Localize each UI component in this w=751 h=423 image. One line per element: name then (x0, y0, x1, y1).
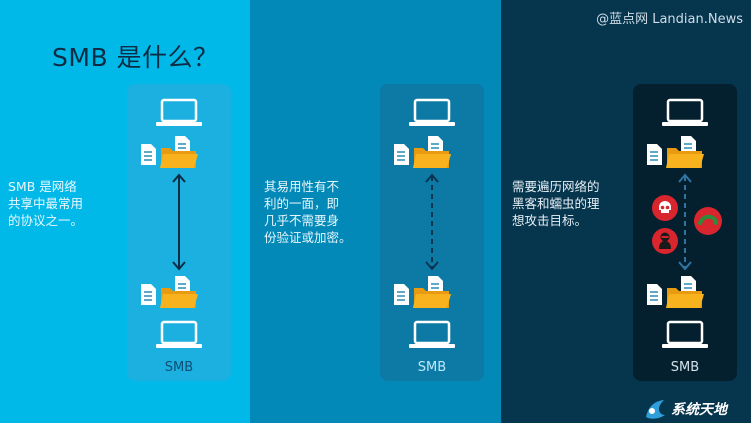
panel-what-is-smb: SMB 是什么？ SMB 是网络 共享中最常用 的协议之一。 (0, 0, 250, 423)
dashed-connection-arrow (678, 173, 692, 271)
smb-connection-card: SMB (380, 84, 484, 381)
laptop-icon (156, 320, 202, 348)
worm-icon (694, 207, 722, 235)
slide-title: SMB 是什么？ (52, 43, 219, 72)
panel-description: 其易用性有不 利的一面，即 几乎不需要身 份验证或加密。 (264, 179, 352, 245)
skull-icon (652, 195, 678, 221)
smb-connection-card: SMB (633, 84, 737, 381)
laptop-icon (662, 320, 708, 348)
connection-arrow (172, 173, 186, 271)
smb-label: SMB (417, 360, 447, 375)
panel-easy-to-use: 其易用性有不 利的一面，即 几乎不需要身 份验证或加密。 (250, 0, 501, 423)
hacker-icon (652, 228, 678, 254)
shared-files-icon (647, 276, 704, 308)
smb-connection-card: SMB (127, 84, 231, 381)
smb-label: SMB (164, 360, 194, 375)
dashed-connection-arrow (425, 173, 439, 271)
panel-attack-target: @蓝点网 Landian.News 需要遍历网络的 黑客和蠕虫的理 想攻击目标。 (501, 0, 751, 423)
shared-files-icon (394, 136, 451, 168)
logo-text: 系统天地 (671, 402, 727, 418)
laptop-icon (662, 98, 708, 126)
site-logo: 系统天地 (643, 397, 747, 421)
panel-description: 需要遍历网络的 黑客和蠕虫的理 想攻击目标。 (512, 179, 600, 228)
laptop-icon (156, 98, 202, 126)
shared-files-icon (141, 136, 198, 168)
smb-label: SMB (670, 360, 700, 375)
shared-files-icon (647, 136, 704, 168)
shared-files-icon (141, 276, 198, 308)
source-watermark: @蓝点网 Landian.News (596, 12, 743, 27)
logo-mark-icon (646, 400, 665, 419)
laptop-icon (409, 320, 455, 348)
laptop-icon (409, 98, 455, 126)
shared-files-icon (394, 276, 451, 308)
panel-description: SMB 是网络 共享中最常用 的协议之一。 (8, 179, 84, 228)
